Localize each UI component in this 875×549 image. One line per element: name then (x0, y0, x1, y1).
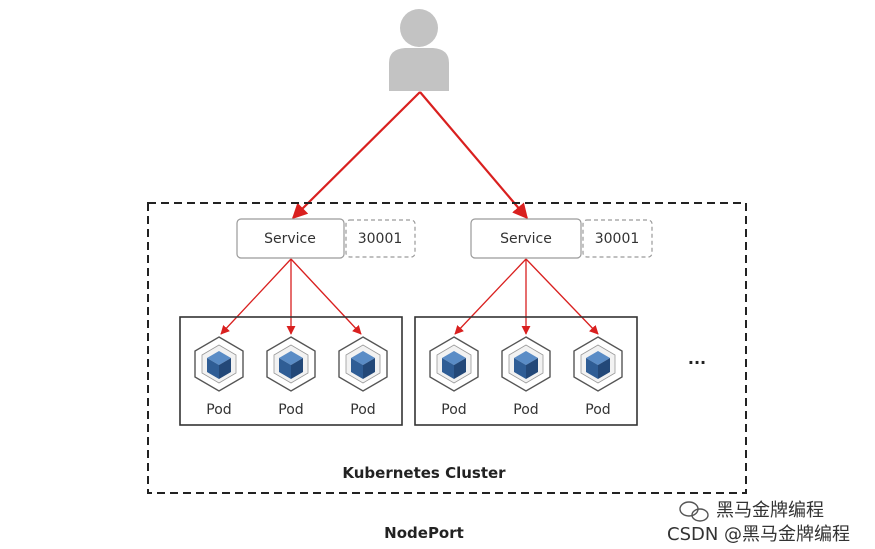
user-icon (389, 9, 449, 91)
pod-1-2: Pod (266, 336, 316, 418)
port-box (345, 219, 416, 258)
service-box (470, 218, 582, 259)
cluster-label: Kubernetes Cluster (342, 464, 506, 482)
pod-label: Pod (278, 402, 303, 418)
watermark-line1: 黑马金牌编程 (716, 500, 824, 521)
pod-icon (266, 336, 316, 392)
watermark-line2: CSDN @黑马金牌编程 (667, 524, 850, 545)
wechat-icon (679, 501, 709, 522)
service-label: Service (500, 231, 552, 247)
more-indicator: ... (688, 349, 706, 368)
service-group-2: Service 30001 (470, 218, 653, 259)
service-box (236, 218, 345, 259)
pod-2-1: Pod (429, 336, 479, 418)
pod-1-1: Pod (194, 336, 244, 418)
port-label: 30001 (595, 231, 640, 247)
pod-icon (501, 336, 551, 392)
service-label: Service (264, 231, 316, 247)
port-box (582, 219, 653, 258)
service-group-1: Service 30001 (236, 218, 416, 259)
port-label: 30001 (358, 231, 403, 247)
pod-label: Pod (206, 402, 231, 418)
pod-group-box (414, 316, 638, 426)
pod-icon (338, 336, 388, 392)
pod-icon (194, 336, 244, 392)
user-arrows (291, 91, 528, 220)
mode-label: NodePort (384, 524, 464, 542)
pod-1-3: Pod (338, 336, 388, 418)
watermark: 黑马金牌编程 CSDN @黑马金牌编程 (667, 500, 850, 545)
pod-label: Pod (350, 402, 375, 418)
pod-icon (573, 336, 623, 392)
pod-2-3: Pod (573, 336, 623, 418)
pod-2-2: Pod (501, 336, 551, 418)
pod-icon (429, 336, 479, 392)
pod-label: Pod (513, 402, 538, 418)
cluster-border (147, 202, 747, 494)
pod-group-box (179, 316, 403, 426)
service-arrows (220, 258, 599, 335)
pod-label: Pod (585, 402, 610, 418)
pod-label: Pod (441, 402, 466, 418)
